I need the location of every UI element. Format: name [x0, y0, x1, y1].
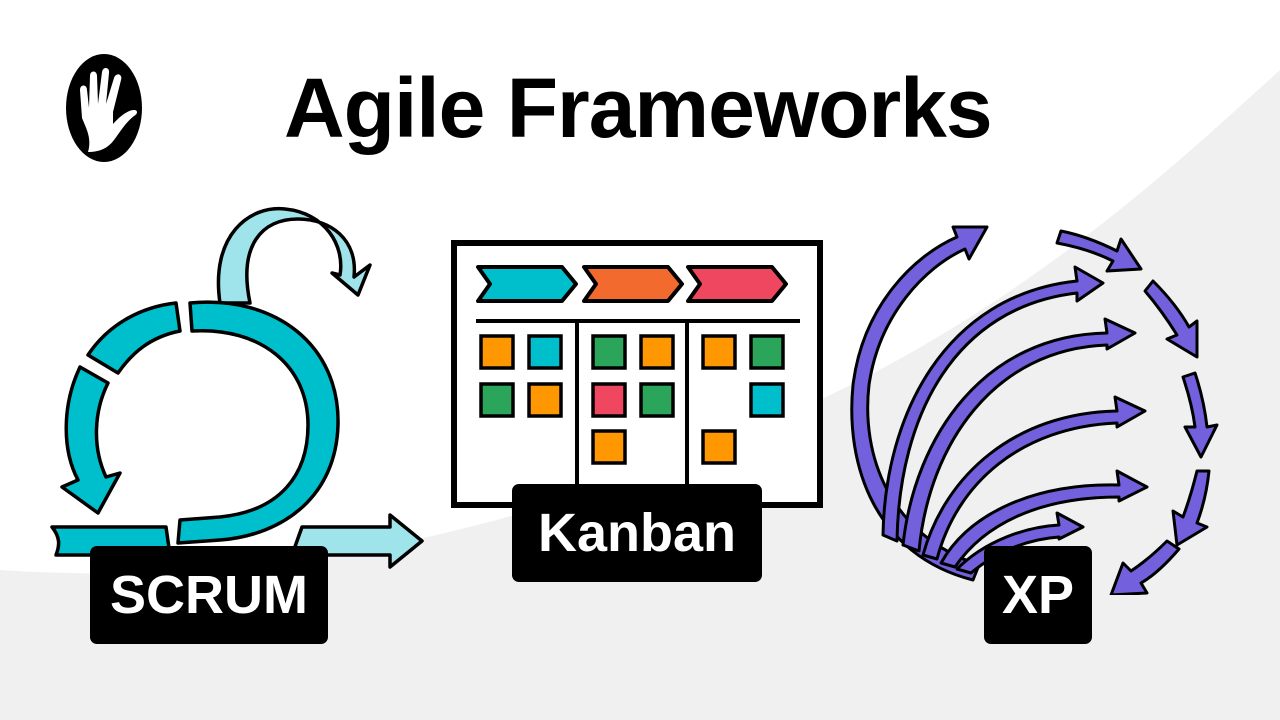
scrum-label: SCRUM	[90, 546, 328, 644]
xp-label: XP	[984, 546, 1092, 644]
page-title: Agile Frameworks	[284, 61, 993, 155]
xp-feedback-loops-icon	[850, 225, 1219, 595]
scrum-cycle-icon	[50, 206, 424, 569]
kanban-label: Kanban	[512, 484, 762, 582]
kanban-board-icon	[451, 240, 823, 508]
raised-hand-icon	[66, 54, 142, 162]
